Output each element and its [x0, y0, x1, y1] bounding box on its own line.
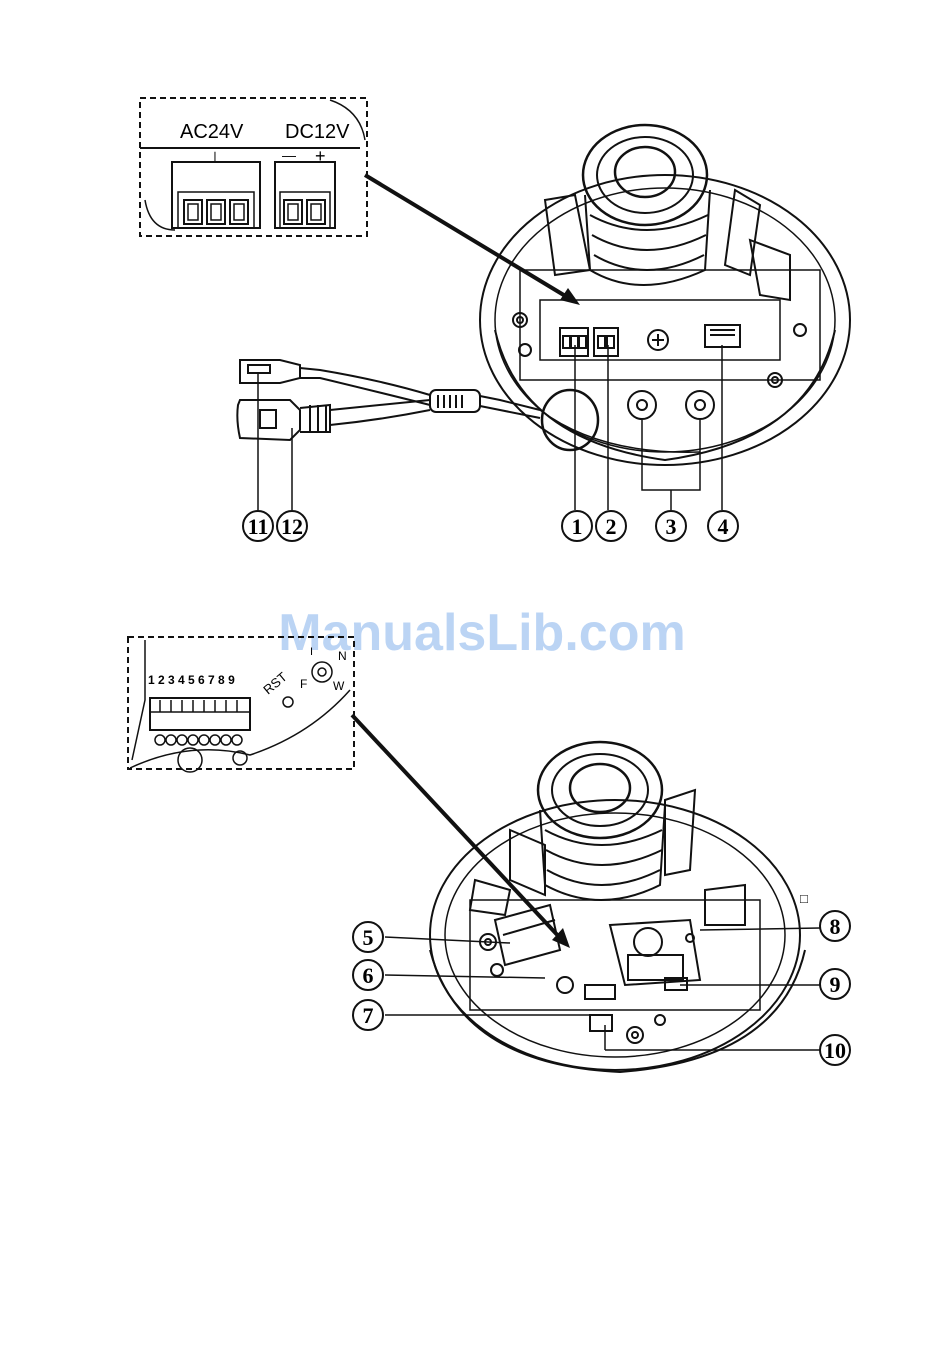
bottom-pointer-arrow [352, 715, 570, 948]
top-inset-content: AC24V DC12V ⊥ — + [140, 100, 365, 230]
callout-9-label: 9 [830, 972, 841, 997]
rst-label: RST [260, 669, 290, 697]
small-box-glyph: □ [800, 891, 808, 906]
top-camera-body [480, 125, 850, 465]
minus-symbol: — [282, 147, 296, 163]
top-pointer-arrow [365, 175, 580, 305]
bottom-callouts [353, 911, 850, 1065]
mode-switch [312, 662, 332, 682]
switch-label-f: F [300, 677, 307, 691]
top-figure: AC24V DC12V ⊥ — + [140, 98, 850, 541]
callout-5-label: 5 [363, 925, 374, 950]
top-callouts [243, 511, 738, 541]
dip-pin-numbers: 1 2 3 4 5 6 7 8 9 [148, 673, 235, 687]
top-cable-assembly [237, 360, 540, 440]
bottom-camera-body [430, 742, 805, 1072]
callout-3-label: 3 [666, 514, 677, 539]
dip-switch-block [150, 698, 250, 730]
callout-4-label: 4 [718, 514, 729, 539]
callout-7-label: 7 [363, 1003, 374, 1028]
callout-11-label: 11 [248, 514, 269, 539]
top-leader-lines [258, 345, 722, 510]
switch-label-w: W [333, 679, 345, 693]
callout-1-label: 1 [572, 514, 583, 539]
callout-12-label: 12 [281, 514, 303, 539]
dc12v-label: DC12V [285, 121, 350, 143]
switch-label-n: N [338, 649, 347, 663]
reset-button [283, 697, 293, 707]
switch-label-i: I [310, 646, 313, 658]
ac-terminal-block [172, 162, 260, 228]
callout-2-label: 2 [606, 514, 617, 539]
callout-8-label: 8 [830, 914, 841, 939]
bottom-figure: 1 2 3 4 5 6 7 8 9 RST I N F W [128, 637, 850, 1072]
callout-10-label: 10 [824, 1038, 846, 1063]
ac24v-label: AC24V [180, 121, 244, 143]
callout-6-label: 6 [363, 963, 374, 988]
